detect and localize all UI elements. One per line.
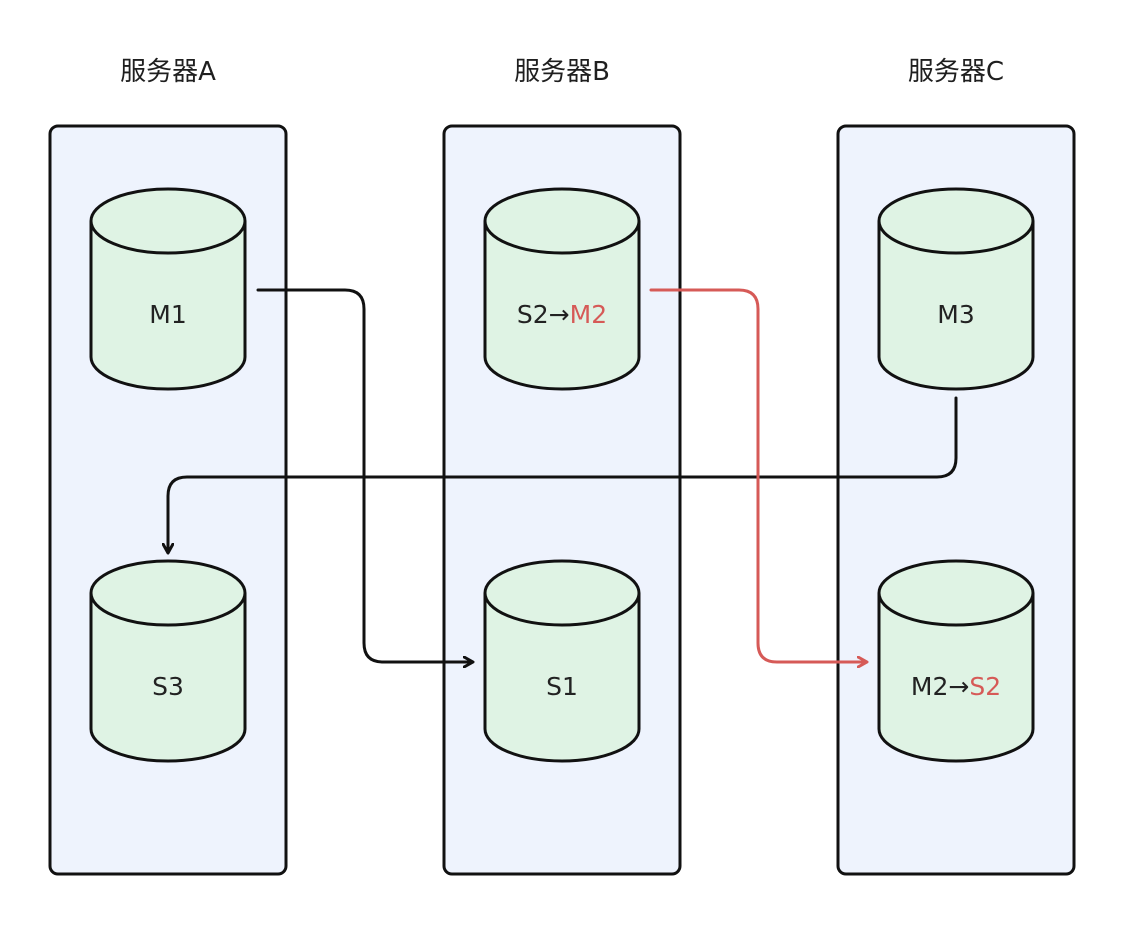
db-label-s1: S1 [546, 672, 578, 701]
db-label-s2-m2-prefix: S2→ [516, 300, 570, 329]
server-b-title: 服务器B [514, 57, 610, 87]
db-cylinder-m3 [877, 187, 1035, 391]
db-label-m2-s2-prefix: M2→ [910, 672, 970, 701]
db-cylinder-m1 [89, 187, 247, 391]
db-label-m1: M1 [149, 300, 187, 329]
server-c-title: 服务器C [907, 57, 1005, 87]
arrow-m3-to-s3 [168, 396, 958, 552]
db-cylinder-s1 [483, 559, 641, 763]
db-cylinder-m2-s2 [877, 559, 1035, 763]
db-label-s2-m2: S2→M2 [482, 297, 642, 333]
arrow-m2-to-s2 [649, 288, 866, 662]
db-cylinder-s3 [89, 559, 247, 763]
db-label-m2-s2: M2→S2 [876, 669, 1036, 705]
db-cylinder-s2-m2 [483, 187, 641, 391]
db-label-m2-s2-highlight: S2 [969, 672, 1002, 701]
db-label-m3: M3 [937, 300, 975, 329]
db-label-s3: S3 [152, 672, 184, 701]
server-a-title: 服务器A [120, 57, 216, 87]
db-label-s2-m2-highlight: M2 [569, 300, 608, 329]
